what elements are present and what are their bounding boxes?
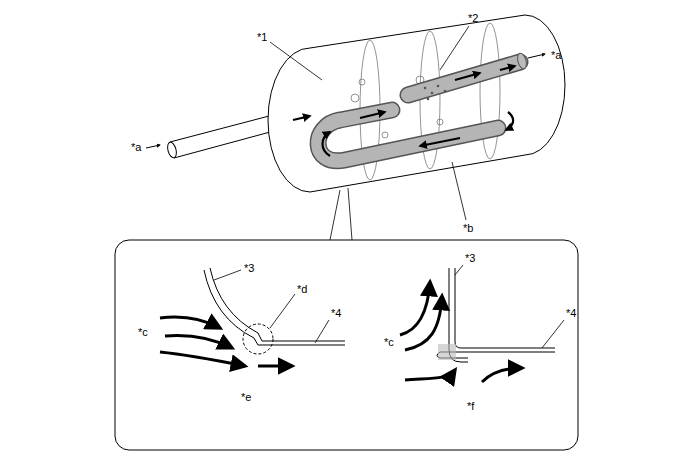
muffler-shell xyxy=(268,15,565,192)
inner-tubes xyxy=(318,52,528,161)
part-callout: *2 xyxy=(467,12,479,25)
flow-callout: *e xyxy=(240,391,252,404)
part-callout: *d xyxy=(296,283,308,296)
flow-callout: *f xyxy=(466,400,475,413)
part-callout: *4 xyxy=(565,307,577,320)
flow-arrows xyxy=(146,54,545,156)
flow-callout: *a xyxy=(550,49,562,62)
flow-callout: *a xyxy=(130,141,142,154)
part-callout: *1 xyxy=(256,31,268,44)
flow-callout: *c xyxy=(383,336,395,349)
joint-detail-right xyxy=(437,268,555,362)
part-callout: *3 xyxy=(464,252,476,265)
joint-detail-left xyxy=(204,268,345,354)
part-callout: *b xyxy=(462,222,474,235)
detail-frame xyxy=(115,240,578,450)
leader-lines xyxy=(214,26,564,348)
flow-callout: *c xyxy=(137,326,149,339)
part-callout: *3 xyxy=(243,262,255,275)
part-callout: *4 xyxy=(330,307,342,320)
gas-flow-arrows-right xyxy=(400,282,522,382)
gas-flow-arrows xyxy=(160,317,292,366)
